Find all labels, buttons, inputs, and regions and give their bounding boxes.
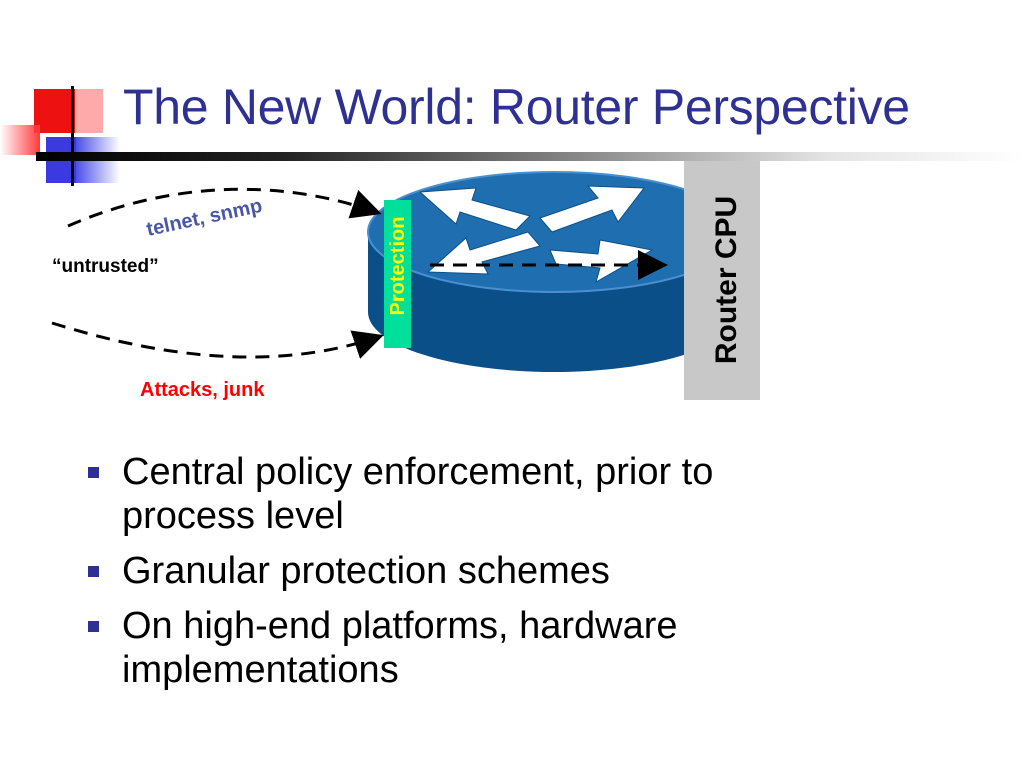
untrusted-label: “untrusted” [52, 256, 159, 277]
protection-label: Protection [387, 217, 409, 316]
bullet-item: On high-end platforms, hardware implemen… [86, 604, 986, 692]
logo-red-square-2 [75, 89, 103, 133]
protection-bar [384, 200, 411, 348]
bullet-text-line1: Central policy enforcement, prior to [122, 451, 714, 493]
bullet-item: Granular protection schemes [86, 549, 986, 593]
bullet-text-line2: process level [122, 495, 344, 537]
bullet-square-icon [88, 566, 99, 577]
slide-title: The New World: Router Perspective [123, 79, 910, 135]
bullet-square-icon [88, 621, 99, 632]
router-cpu-box [684, 161, 760, 400]
bullet-item: Central policy enforcement, prior to pro… [86, 450, 986, 538]
router-arrows-icon [418, 185, 654, 284]
bullet-text-line1: Granular protection schemes [122, 550, 610, 592]
telnet-arrow [67, 187, 382, 228]
logo-red-square [34, 89, 75, 133]
telnet-snmp-label: telnet, snmp [144, 195, 264, 241]
logo-red-fade [0, 125, 40, 155]
bullet-text-line2: implementations [122, 649, 399, 691]
bullet-list: Central policy enforcement, prior to pro… [86, 450, 986, 703]
bullet-square-icon [88, 467, 99, 478]
router-diagram: Router CPU Protection telnet, snmp “untr… [51, 161, 760, 401]
bullet-text-line1: On high-end platforms, hardware [122, 605, 678, 647]
attacks-arrow [51, 321, 384, 359]
router-cpu-label: Router CPU [710, 196, 743, 364]
title-underline [36, 152, 1024, 161]
attacks-junk-label: Attacks, junk [140, 379, 265, 401]
logo-black-line-v [71, 86, 74, 186]
